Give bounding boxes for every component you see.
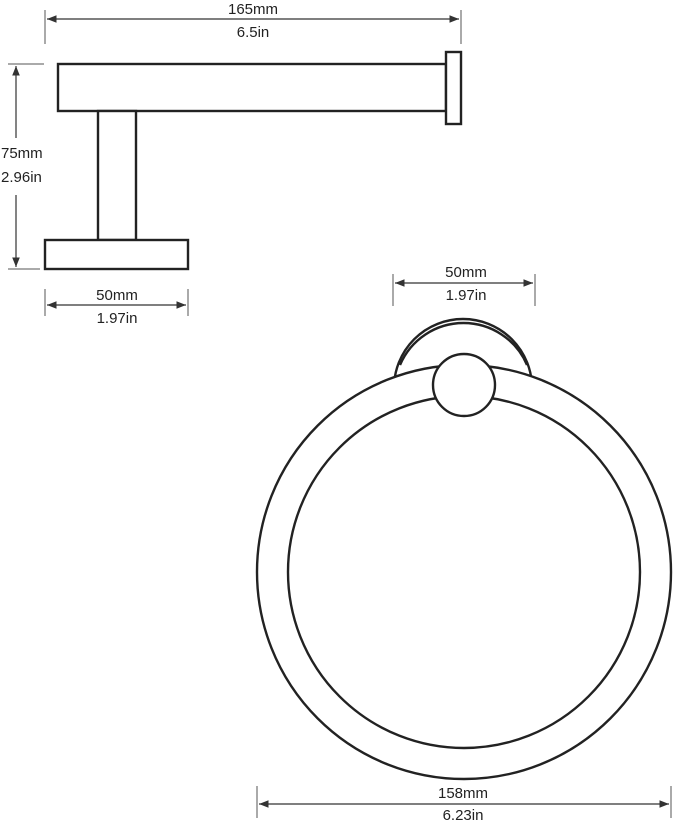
base-width-imperial: 1.97in <box>97 310 138 327</box>
height-imperial: 2.96in <box>1 169 42 186</box>
front-view-knob <box>431 352 497 418</box>
mount-width-imperial: 1.97in <box>446 287 487 304</box>
front-view-ring-inner <box>286 394 642 750</box>
ring-diameter-dimension: 158mm 6.23in <box>256 785 672 824</box>
side-view <box>43 50 463 271</box>
top-length-dimension: 165mm 6.5in <box>44 1 462 44</box>
front-view <box>255 317 673 781</box>
side-view-end-cap <box>444 50 463 126</box>
ring-diameter-imperial: 6.23in <box>443 807 484 824</box>
base-width-dimension: 50mm 1.97in <box>44 287 189 327</box>
height-dimension: 75mm 2.96in <box>1 63 44 270</box>
top-length-imperial: 6.5in <box>237 24 270 41</box>
height-metric: 75mm <box>1 145 43 162</box>
side-view-post <box>96 109 138 242</box>
side-view-arm <box>56 62 448 113</box>
ring-diameter-metric: 158mm <box>438 785 488 802</box>
base-width-metric: 50mm <box>96 287 138 304</box>
mount-width-metric: 50mm <box>445 264 487 281</box>
top-length-metric: 165mm <box>228 1 278 18</box>
side-view-base-plate <box>43 238 190 271</box>
mount-width-dimension: 50mm 1.97in <box>392 264 536 306</box>
front-view-mount-disc-overlay <box>398 321 529 366</box>
